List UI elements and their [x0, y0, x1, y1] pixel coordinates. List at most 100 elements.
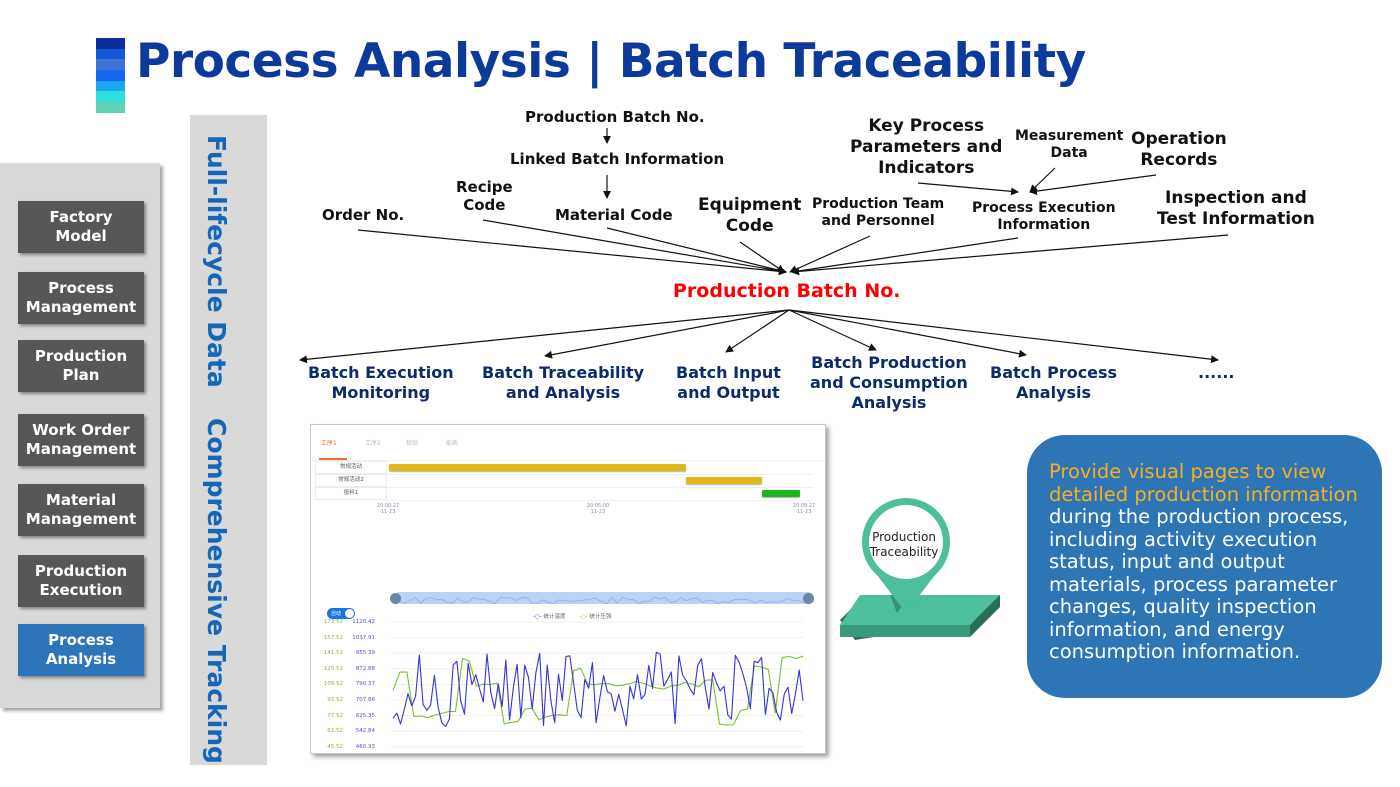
temperature-series-line: [392, 651, 804, 728]
y-axis-right-tick: 460.33: [355, 743, 375, 750]
tab-inspection[interactable]: 检验: [406, 440, 419, 447]
gantt-row-label: 常规活动: [315, 461, 387, 474]
description-box: Provide visual pages to view detailed pr…: [1027, 435, 1382, 698]
label-production-batch-no-top: Production Batch No.: [525, 108, 705, 126]
pressure-series-line: [392, 655, 804, 726]
arrow-operation-records: [1029, 174, 1157, 196]
arrow-production-team: [789, 235, 871, 273]
gantt-gridline: [387, 487, 813, 488]
y-axis-left-tick: 61.52: [327, 728, 343, 735]
y-axis-left-tick: 125.52: [323, 665, 343, 672]
gantt-row-label: 常规活动2: [315, 474, 387, 487]
slider-preview-sparkline: [393, 596, 815, 605]
label-order-no: Order No.: [322, 206, 405, 224]
title-accent-stripes: [96, 38, 125, 113]
y-axis-left-tick: 109.52: [323, 681, 343, 688]
location-pin-traceability-icon: [840, 498, 1000, 640]
vertical-band: [190, 115, 267, 765]
slider-left-handle[interactable]: [390, 593, 401, 604]
y-axis-left-tick: 93.52: [327, 697, 343, 703]
y-axis-left-tick: 77.52: [327, 712, 343, 719]
gantt-bar[interactable]: [685, 477, 763, 484]
y-axis-right-tick: 955.39: [355, 650, 375, 657]
accent-stripe: [96, 80, 125, 92]
legend-item-temperature[interactable]: -○- 统计温度: [533, 614, 566, 620]
y-axis-right-tick: 1037.91: [352, 634, 375, 641]
arrow-out-traceability: [544, 309, 790, 359]
gantt-gridline: [387, 474, 813, 475]
time-range-slider[interactable]: [393, 592, 815, 605]
y-axis-right-tick: 872.88: [355, 665, 375, 672]
y-axis-right-tick: 542.84: [355, 728, 375, 735]
active-tab-underline: [319, 458, 347, 460]
gantt-row-label: 投料1: [315, 487, 387, 500]
y-axis-left-tick: 141.52: [323, 650, 343, 657]
legend-item-pressure[interactable]: -○- 统计压强: [579, 614, 612, 620]
vertical-text-comprehensive-tracking: Comprehensive Tracking: [202, 418, 231, 764]
accent-stripe: [96, 70, 125, 81]
description-highlight: Provide visual pages to view detailed pr…: [1049, 460, 1358, 506]
accent-stripe: [96, 38, 125, 49]
arrow-equipment-code: [739, 241, 785, 273]
y-axis-left-tick: 45.52: [327, 743, 343, 750]
tab-process-2[interactable]: 工序2: [365, 440, 381, 447]
output-more-ellipsis: ......: [1198, 363, 1235, 382]
slider-right-handle[interactable]: [803, 593, 814, 604]
arrow-out-consumption: [788, 309, 877, 351]
accent-stripe: [96, 59, 125, 71]
accent-stripe: [96, 102, 125, 113]
vertical-text-full-lifecycle: Full-lifecycle Data: [202, 135, 231, 388]
accent-stripe: [96, 48, 125, 60]
y-axis-left-tick: 173.52: [323, 619, 343, 625]
y-axis-right-tick: 790.37: [355, 681, 375, 688]
arrow-inspection: [791, 234, 1229, 276]
arrow-process-execution: [791, 237, 1019, 275]
y-axis-right-tick: 707.86: [355, 697, 375, 703]
temperature-pressure-line-chart: [391, 621, 804, 748]
label-linked-batch-info: Linked Batch Information: [510, 150, 725, 168]
description-body: during the production process, including…: [1049, 505, 1349, 663]
center-production-batch-no: Production Batch No.: [673, 280, 901, 302]
arrow-measurement: [1029, 167, 1056, 193]
arrow-key-params: [917, 182, 1019, 196]
gantt-bar[interactable]: [762, 490, 801, 497]
page-title: Process Analysis | Batch Traceability: [136, 34, 1086, 89]
y-axis-right-tick: 625.35: [355, 712, 375, 719]
arrow-out-execution-monitoring: [299, 309, 790, 364]
arrow-out-process-analysis: [788, 309, 1027, 358]
tab-energy[interactable]: 能耗: [446, 440, 459, 447]
process-tabs: 工序1 工序2 检验 能耗: [311, 425, 825, 461]
label-material-code: Material Code: [555, 206, 673, 224]
gantt-bar[interactable]: [389, 464, 686, 471]
tab-process-1[interactable]: 工序1: [321, 440, 337, 447]
y-axis-right-tick: 1120.42: [352, 619, 375, 625]
y-axis-left-tick: 157.52: [323, 634, 343, 641]
auto-toggle[interactable]: 自动: [327, 608, 355, 619]
